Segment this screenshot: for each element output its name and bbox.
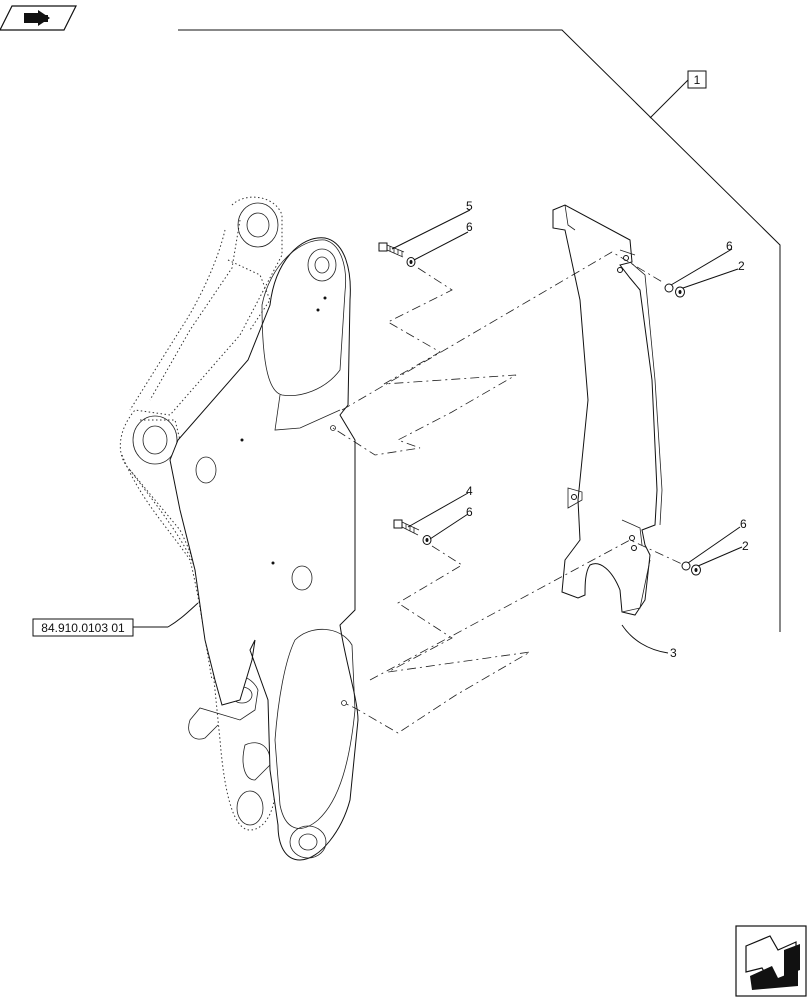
svg-text:1: 1	[694, 73, 701, 87]
leader-lines	[391, 209, 743, 654]
bolt-4	[393, 519, 420, 536]
assembly-bracket	[178, 29, 781, 632]
assembly-centerlines	[332, 251, 683, 734]
washer-6-lower	[422, 535, 432, 545]
callout-6: 6	[740, 517, 747, 531]
svg-text:84.910.0103 01: 84.910.0103 01	[41, 621, 125, 635]
callout-2: 2	[742, 539, 749, 553]
guard-plate	[552, 204, 663, 616]
callout-5: 5	[466, 199, 473, 213]
bolt-5	[378, 242, 405, 258]
reference-box[interactable]: 84.910.0103 01	[32, 602, 199, 637]
previous-page-icon[interactable]	[0, 5, 77, 31]
callout-3: 3	[670, 646, 677, 660]
callout-6: 6	[726, 239, 733, 253]
next-page-icon[interactable]	[735, 925, 807, 997]
nut-2-upper	[675, 286, 685, 298]
arm-plate	[169, 237, 359, 861]
callout-2: 2	[738, 259, 745, 273]
washer-6-right-upper	[664, 283, 674, 293]
callout-4: 4	[466, 484, 473, 498]
washer-6-upper	[406, 257, 416, 267]
callout-6: 6	[466, 505, 473, 519]
nut-2-lower	[691, 564, 701, 576]
callout-6: 6	[466, 220, 473, 234]
washer-6-right-lower	[681, 561, 691, 571]
callout-1: 1	[687, 70, 707, 89]
